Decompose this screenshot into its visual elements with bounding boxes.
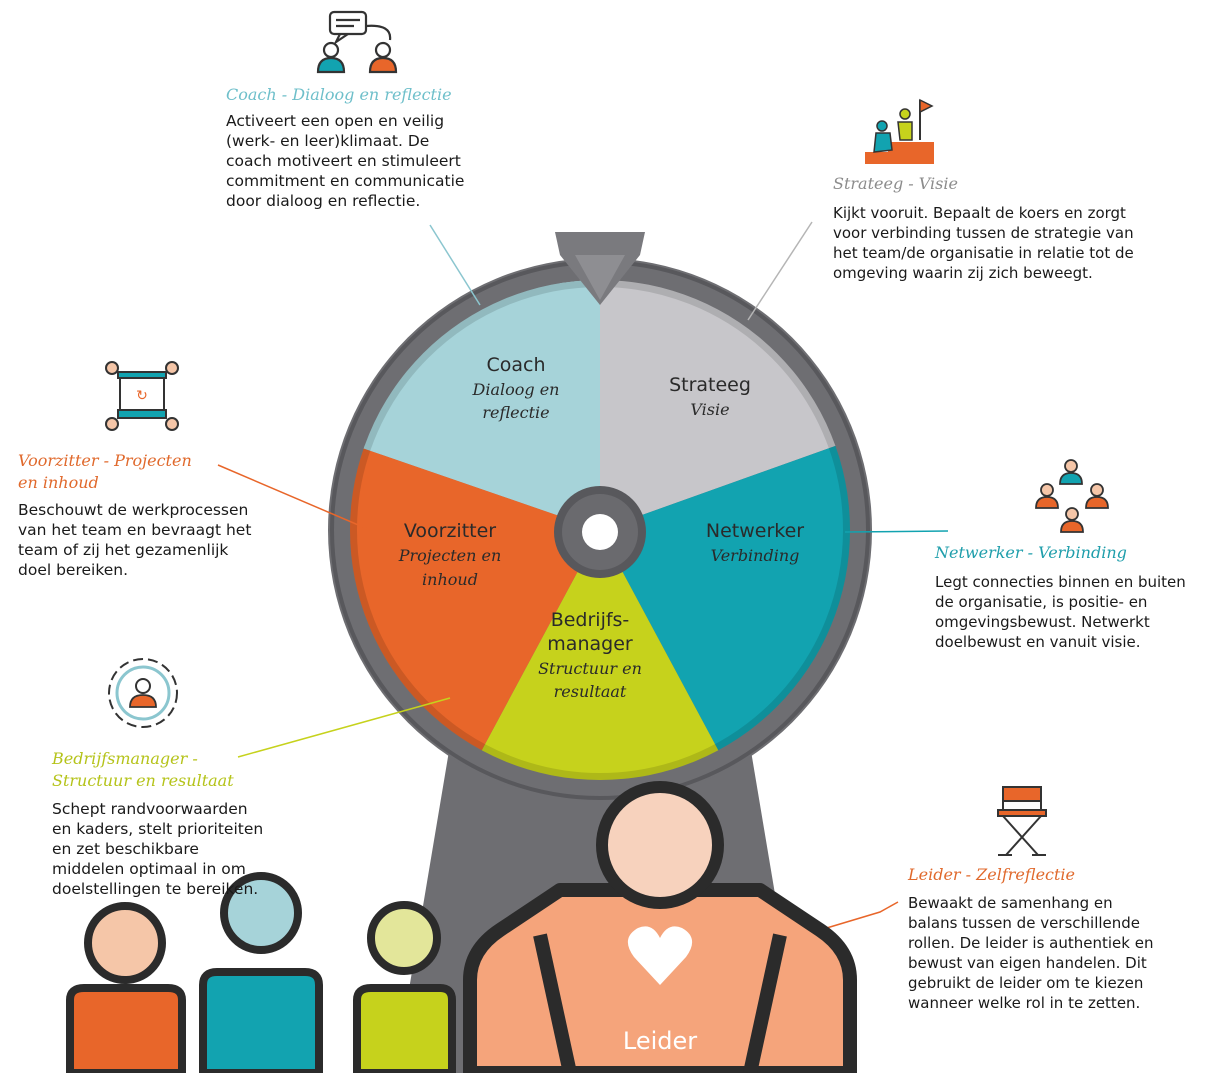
netwerker-line: de organisatie, is positie- en [935, 593, 1148, 611]
coach-line: door dialoog en reflectie. [226, 192, 421, 210]
voorzitter-title-line: en inhoud [18, 473, 99, 492]
coach-line: coach motiveert en stimuleert [226, 152, 461, 170]
voorzitter-line: van het team en bevraagt het [18, 521, 252, 539]
bedrijfsmanager-title-line: Structuur en resultaat [52, 771, 234, 790]
director-chair-icon [997, 786, 1047, 856]
segment-sub-coach-2: reflectie [482, 403, 549, 422]
strateeg-line: het team/de organisatie in relatie tot d… [833, 244, 1134, 262]
segment-sub-voorzitter-2: inhoud [422, 570, 478, 589]
chat-people-icon [316, 10, 398, 74]
strateeg-title: Strateeg - Visie [833, 174, 958, 193]
person-teal [199, 872, 323, 1073]
bedrijfsmanager-line: middelen optimaal in om [52, 860, 246, 878]
leider-line: bewust van eigen handelen. Dit [908, 954, 1147, 972]
coach-title: Coach - Dialoog en reflectie [226, 85, 452, 104]
leider-title: Leider - Zelfreflectie [908, 865, 1076, 884]
leader-line-strateeg [747, 221, 813, 321]
voorzitter-line: Beschouwt de werkprocessen [18, 501, 249, 519]
leider-line: wanneer welke rol in te zetten. [908, 994, 1141, 1012]
leader-line-netwerker [844, 530, 949, 533]
svg-text:↻: ↻ [136, 388, 148, 404]
bedrijfsmanager-line: doelstellingen te bereiken. [52, 880, 259, 898]
leider-line: balans tussen de verschillende [908, 914, 1141, 932]
segment-sub-bedrijfsmanager-1: Structuur en [538, 659, 642, 678]
segment-sub-voorzitter-1: Projecten en [398, 546, 502, 565]
voorzitter-line: team of zij het gezamenlijk [18, 541, 229, 559]
netwerker-title: Netwerker - Verbinding [935, 543, 1127, 562]
segment-label-coach: Coach [486, 354, 545, 376]
segment-label-netwerker: Netwerker [706, 520, 804, 542]
leider-line: gebruikt de leider om te kiezen [908, 974, 1144, 992]
segment-label-voorzitter: Voorzitter [404, 520, 496, 542]
bedrijfsmanager-description: Schept randvoorwaarden en kaders, stelt … [52, 799, 332, 899]
voorzitter-description: Beschouwt de werkprocessen van het team … [18, 500, 308, 580]
strateeg-line: Kijkt vooruit. Bepaalt de koers en zorgt [833, 204, 1126, 222]
leider-line: Bewaakt de samenhang en [908, 894, 1113, 912]
segment-label-strateeg: Strateeg [669, 374, 751, 396]
bedrijfsmanager-line: en kaders, stelt prioriteiten [52, 820, 264, 838]
segment-sub-strateeg: Visie [690, 400, 729, 419]
leader-badge-label: Leider [623, 1027, 697, 1055]
strateeg-line: voor verbinding tussen de strategie van [833, 224, 1134, 242]
coach-line: Activeert een open en veilig [226, 112, 445, 130]
segment-sub-coach-1: Dialoog en [472, 380, 560, 399]
voorzitter-title: Voorzitter - Projecten en inhoud [18, 450, 192, 494]
heart-icon [627, 926, 693, 985]
netwerker-description: Legt connecties binnen en buiten de orga… [935, 572, 1213, 652]
bedrijfsmanager-title: Bedrijfsmanager - Structuur en resultaat [52, 748, 234, 792]
network-people-icon [1035, 459, 1109, 533]
leider-line: rollen. De leider is authentiek en [908, 934, 1154, 952]
segment-sub-bedrijfsmanager-2: resultaat [554, 682, 627, 701]
leader-figure: Leider [463, 781, 857, 1073]
person-orange [66, 902, 186, 1073]
strateeg-line: omgeving waarin zij zich beweegt. [833, 264, 1093, 282]
netwerker-line: omgevingsbewust. Netwerkt [935, 613, 1150, 631]
leider-description: Bewaakt de samenhang en balans tussen de… [908, 893, 1213, 1013]
netwerker-line: Legt connecties binnen en buiten [935, 573, 1186, 591]
bedrijfsmanager-line: Schept randvoorwaarden [52, 800, 248, 818]
coach-line: (werk- en leer)klimaat. De [226, 132, 430, 150]
netwerker-line: doelbewust en vanuit visie. [935, 633, 1141, 651]
bedrijfsmanager-line: en zet beschikbare [52, 840, 199, 858]
bedrijfsmanager-title-line: Bedrijfsmanager - [52, 749, 198, 768]
person-lime [353, 901, 456, 1073]
gear-person-icon [108, 658, 178, 728]
meeting-table-icon: ↻ [105, 361, 179, 431]
climbing-flag-icon [865, 98, 934, 164]
leader-line-bedrijfsmanager [237, 697, 451, 758]
voorzitter-line: doel bereiken. [18, 561, 129, 579]
coach-line: commitment en communicatie [226, 172, 465, 190]
segment-sub-netwerker: Verbinding [711, 546, 800, 565]
coach-description: Activeert een open en veilig (werk- en l… [226, 111, 516, 211]
voorzitter-title-line: Voorzitter - Projecten [18, 451, 192, 470]
leader-line-coach [429, 224, 481, 306]
team-members-figures [66, 872, 456, 1073]
strateeg-description: Kijkt vooruit. Bepaalt de koers en zorgt… [833, 203, 1208, 283]
segment-label-bedrijfsmanager-2: manager [547, 633, 633, 655]
segment-bedrijfsmanager [455, 530, 745, 780]
leader-line-voorzitter [217, 464, 371, 531]
segment-label-bedrijfsmanager-1: Bedrijfs- [551, 609, 630, 631]
